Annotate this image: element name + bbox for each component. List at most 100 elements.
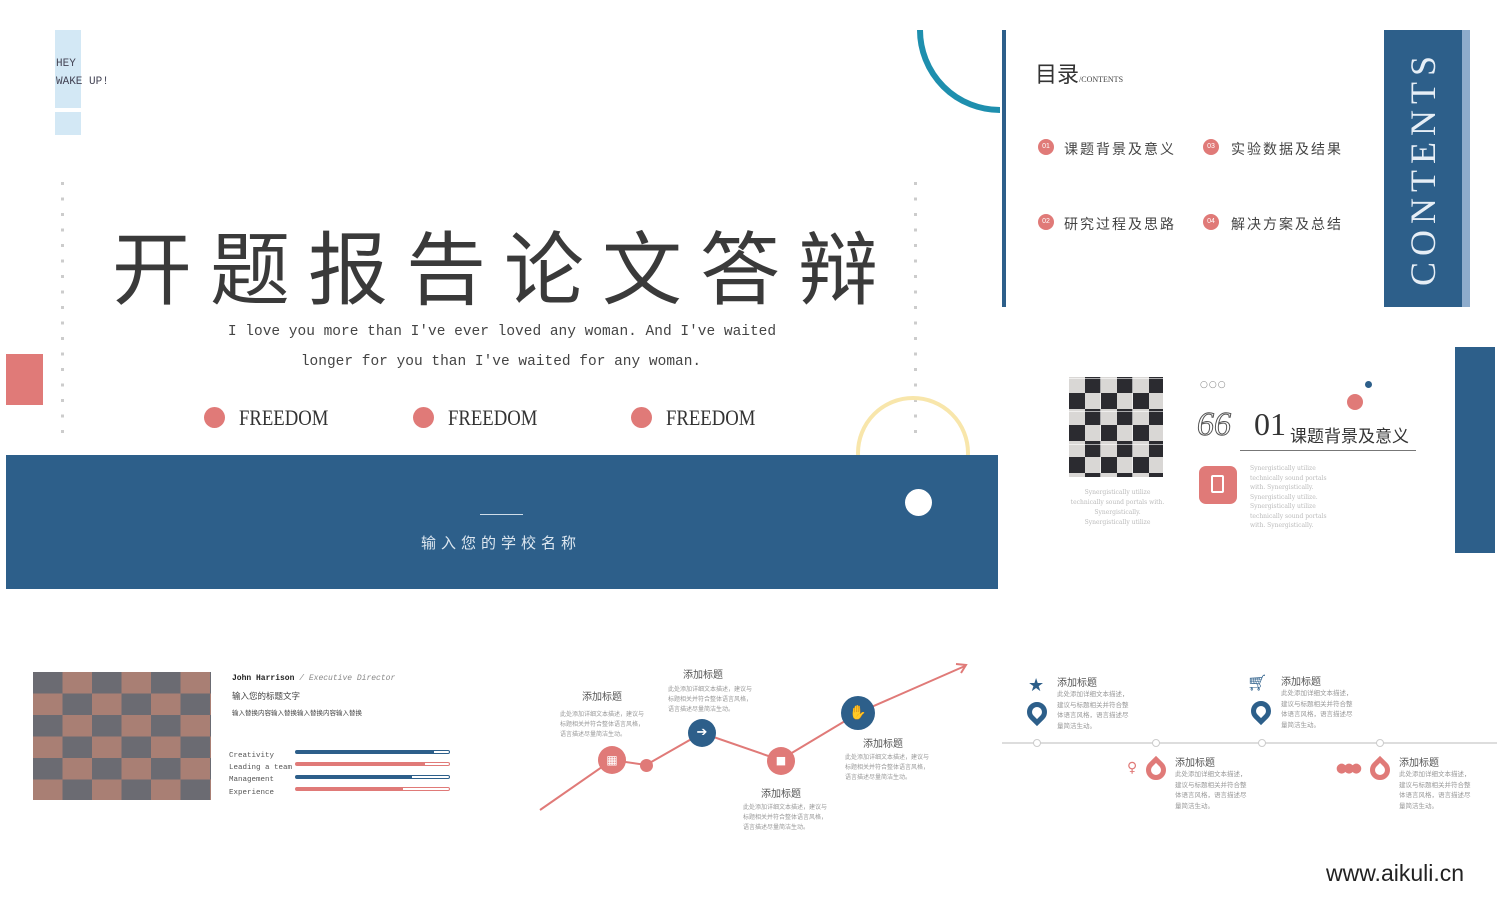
toc-left-line	[1002, 30, 1006, 307]
small-blue-dot	[1365, 381, 1372, 388]
timeline-title: 添加标题	[1175, 758, 1215, 769]
map-pin-icon	[1246, 696, 1276, 726]
step-title: 添加标题	[683, 670, 723, 681]
toc-number: 01	[1038, 139, 1054, 155]
map-pin-icon	[1022, 697, 1052, 727]
timeline-text: 此处添加详细文本描述， 建议与标题相关并符合整体语言风格，语言描述尽量简洁生动。	[1057, 689, 1129, 731]
timeline-axis	[1002, 742, 1497, 744]
timeline-node	[1033, 739, 1041, 747]
small-node	[640, 759, 653, 772]
text-line: 标题相关并符合整体语言风格，	[743, 814, 828, 821]
section-slide: Synergistically utilize technically soun…	[1040, 340, 1500, 560]
text-line: 量简洁生动。	[1281, 720, 1320, 729]
caption-line: technically sound portals with.	[1070, 499, 1165, 506]
body-line: with. Synergistically.	[1250, 522, 1314, 529]
profile-role: / Executive Director	[299, 674, 396, 683]
skill-bar	[295, 750, 450, 754]
step-text: 此处添加详细文本描述，建议与标题相关并符合整体语言风格，语言描述尽量简洁生动。	[560, 710, 644, 740]
bulb-icon: ♀	[1127, 760, 1138, 776]
text-line: 量简洁生动。	[1057, 721, 1096, 730]
text-line: 语言描述尽量简洁生动。	[845, 774, 912, 781]
step-text: 此处添加详细文本描述，建议与标题相关并符合整体语言风格， 语言描述尽量简洁生动。	[743, 803, 827, 833]
cover-slide: HEY WAKE UP! 开题报告论文答辩 I love you more th…	[0, 0, 1001, 595]
text-line: 此处添加详细文本描述，建议与	[668, 686, 753, 693]
body-line: Synergistically utilize	[1250, 465, 1316, 472]
cart-icon: 🛒︎	[1247, 673, 1268, 692]
toc-number: 03	[1203, 139, 1219, 155]
text-line: 建议与标题相关并符合整	[1175, 780, 1247, 789]
hey-box	[55, 30, 81, 108]
handshake-icon: ✋	[841, 696, 875, 730]
text-line: 标题相关并符合整体语言风格，	[560, 721, 645, 728]
toc-title-cn: 目录	[1035, 63, 1080, 88]
toc-item[interactable]: 实验数据及结果	[1231, 142, 1343, 158]
skill-bar	[295, 787, 450, 791]
drop-icon	[1365, 755, 1395, 785]
toc-number: 04	[1203, 214, 1219, 230]
text-line: 此处添加详细文本描述，建议与	[560, 711, 645, 718]
text-line: 此处添加详细文本描述，建议与	[743, 804, 828, 811]
toc-item[interactable]: 解决方案及总结	[1231, 217, 1343, 233]
timeline-title: 添加标题	[1281, 677, 1321, 688]
text-line: 此处添加详细文本描述，	[1057, 690, 1129, 698]
three-dots-icon: ○○○	[1200, 380, 1227, 390]
section-number: 01	[1254, 406, 1286, 442]
skill-bar	[295, 775, 450, 779]
body-line: technically sound portals	[1250, 474, 1327, 482]
section-body: Synergistically utilize technically soun…	[1250, 464, 1327, 531]
drop-icon	[1141, 755, 1171, 785]
text-line: 建议与标题相关并符合整	[1057, 700, 1129, 709]
teal-arc	[917, 29, 1001, 113]
tablet-icon	[1199, 466, 1237, 504]
skill-label: Management	[229, 776, 275, 784]
text-line: 量简洁生动。	[1399, 801, 1438, 810]
school-band	[6, 455, 998, 589]
profile-text: 输入替换内容输入替换输入替换内容输入替换	[232, 709, 362, 717]
toc-item[interactable]: 课题背景及意义	[1064, 142, 1176, 158]
toc-slide: 目录/CONTENTS 01 课题背景及意义 02 研究过程及思路 03 实验数…	[1000, 25, 1500, 315]
section-caption: Synergistically utilize technically soun…	[1060, 488, 1175, 528]
tag-freedom: FREEDOM	[448, 405, 538, 430]
plane-icon: ➔	[688, 719, 716, 747]
text-line: 此处添加详细文本描述，	[1175, 770, 1247, 778]
profile-heading: 输入您的标题文字	[232, 692, 301, 702]
text-line: 语言描述尽量简洁生动。	[743, 824, 810, 831]
text-line: 此处添加详细文本描述，	[1399, 770, 1471, 778]
timeline-text: 此处添加详细文本描述，建议与标题相关并符合整体语言风格，语言描述尽量简洁生动。	[1175, 769, 1247, 811]
step-title: 添加标题	[761, 789, 801, 800]
skill-label: Leading a team	[229, 764, 293, 772]
truck-icon: ■	[767, 747, 795, 775]
tag-freedom: FREEDOM	[239, 405, 329, 430]
quote-mark: 66	[1197, 406, 1232, 444]
toc-title-en: /CONTENTS	[1079, 75, 1124, 84]
text-line: 此处添加详细文本描述，建议与	[845, 754, 930, 761]
skill-label: Creativity	[229, 752, 275, 760]
cover-subtitle-line2: longer for you than I've waited for any …	[300, 354, 702, 370]
timeline-node	[1376, 739, 1384, 747]
text-line: 体语言风格，语言描述尽	[1057, 711, 1129, 719]
people-icon: ●●●	[1336, 761, 1362, 776]
toc-item[interactable]: 研究过程及思路	[1064, 217, 1176, 233]
calendar-icon: ▦	[598, 746, 626, 774]
body-line: Synergistically utilize	[1250, 503, 1316, 510]
text-line: 建议与标题相关并符合整	[1399, 780, 1471, 789]
pink-accent-block	[6, 354, 43, 405]
section-title: 课题背景及意义	[1290, 427, 1409, 447]
white-circle	[905, 489, 932, 516]
text-line: 体语言风格，语言描述尽	[1399, 791, 1471, 799]
growth-slide: ▦ ➔ ■ ✋ 添加标题 此处添加详细文本描述，建议与标题相关并符合整体语言风格…	[530, 660, 980, 840]
timeline-text: 此处添加详细文本描述，建议与标题相关并符合整体语言风格，语言描述尽量简洁生动。	[1281, 688, 1353, 730]
skill-label: Experience	[229, 789, 275, 797]
body-line: Synergistically utilize.	[1250, 493, 1318, 501]
skill-bar	[295, 762, 450, 766]
tag-dot	[631, 407, 652, 428]
text-line: 体语言风格，语言描述尽	[1175, 791, 1247, 799]
step-text: 此处添加详细文本描述，建议与标题相关并符合整体语言风格，语言描述尽量简洁生动。	[668, 685, 752, 715]
star-icon: ★	[1028, 675, 1045, 696]
profile-name-line: John Harrison / Executive Director	[232, 674, 395, 683]
contents-panel	[1384, 30, 1462, 307]
text-line: 标题相关并符合整体语言风格，	[845, 764, 930, 771]
contents-vertical-label: CONTENTS	[1403, 50, 1443, 286]
section-underline	[1240, 450, 1416, 451]
timeline-node	[1258, 739, 1266, 747]
